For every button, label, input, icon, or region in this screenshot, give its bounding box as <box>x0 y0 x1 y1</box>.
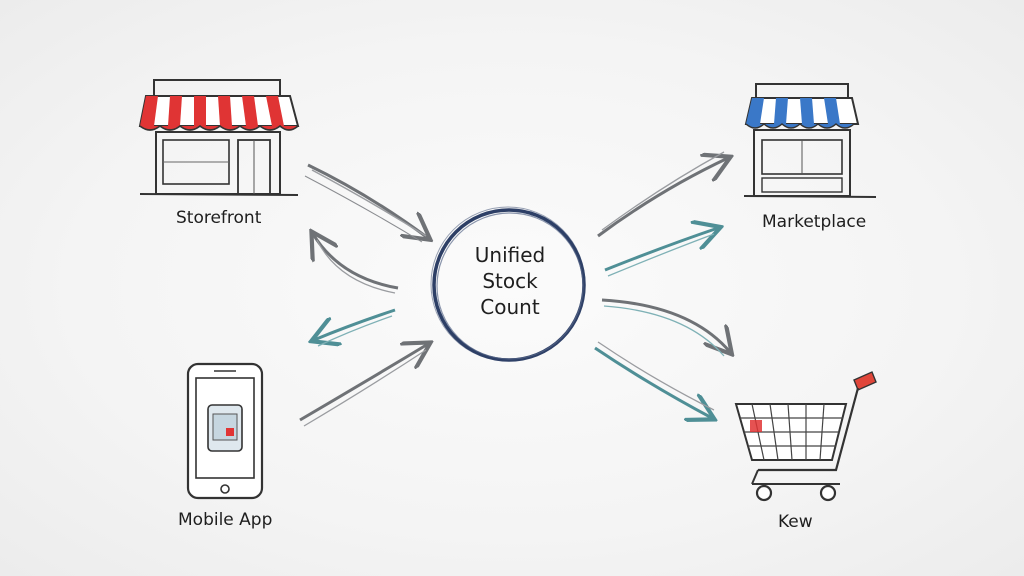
arrow-mobile-to-hub <box>299 344 428 427</box>
mobile-phone-icon <box>186 362 264 500</box>
mobile-app-label: Mobile App <box>178 510 273 530</box>
arrow-hub-to-storefront <box>313 234 399 294</box>
arrow-hub-to-cart-curve <box>601 298 730 356</box>
marketplace-label: Marketplace <box>762 212 867 232</box>
arrow-hub-to-cart <box>594 341 714 418</box>
hub-label: Unified Stock Count <box>430 242 590 320</box>
hub-circle <box>430 206 586 362</box>
arrow-hub-to-mobile <box>314 308 396 346</box>
arrow-storefront-to-hub <box>304 163 428 243</box>
hub-label-line-3: Count <box>480 295 540 319</box>
storefront-label: Storefront <box>176 208 262 228</box>
marketplace-store-icon <box>743 83 877 198</box>
storefront-icon <box>138 79 300 196</box>
hub-label-line-1: Unified <box>474 243 546 267</box>
hub-label-line-2: Stock <box>482 269 538 293</box>
arrow-hub-to-marketplace <box>597 151 728 238</box>
shopping-cart-icon <box>734 371 877 502</box>
cart-label: Kew <box>778 512 813 532</box>
arrow-hub-to-marketplace-secondary <box>604 228 718 277</box>
